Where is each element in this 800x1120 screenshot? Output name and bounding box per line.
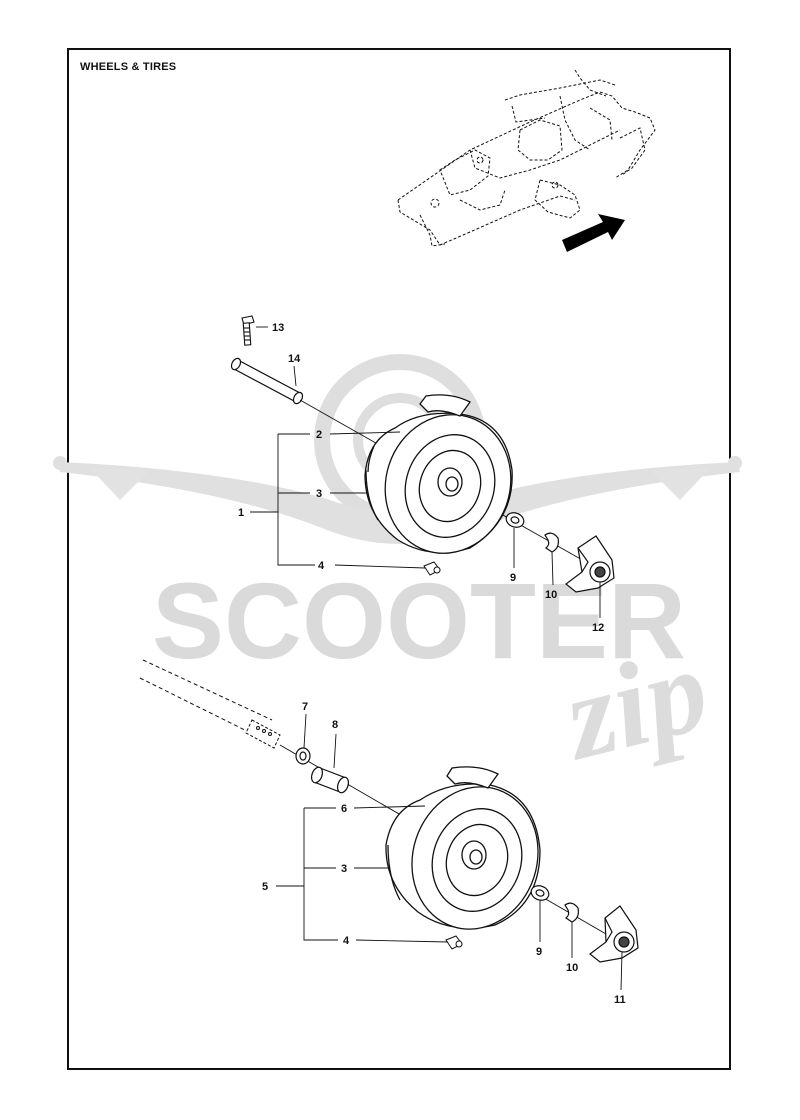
bolt-13 xyxy=(241,315,255,346)
callout-10-upper: 10 xyxy=(545,589,557,601)
callout-3-lower: 3 xyxy=(341,863,347,875)
hub-cap-12 xyxy=(565,535,615,593)
callout-7: 7 xyxy=(302,701,308,713)
axle-shaft-14 xyxy=(230,357,304,405)
clip-10-upper xyxy=(544,532,559,553)
callout-9-lower: 9 xyxy=(536,946,542,958)
valve-stem-4-lower xyxy=(445,935,463,950)
callout-3-upper: 3 xyxy=(316,488,322,500)
leader-lines-upper xyxy=(250,326,601,618)
tire-upper xyxy=(364,394,513,554)
washer-9-lower xyxy=(530,885,550,901)
tire-lower xyxy=(385,766,541,930)
callout-13: 13 xyxy=(272,322,284,334)
page-title: WHEELS & TIRES xyxy=(80,61,177,73)
clip-10-lower xyxy=(564,902,579,923)
frame-rail-lower xyxy=(139,659,273,741)
washer-7 xyxy=(295,747,311,765)
callout-2: 2 xyxy=(316,429,322,441)
washer-9-upper xyxy=(505,512,525,528)
tractor-frame-overview xyxy=(397,69,656,247)
watermark: SCOOTER zip xyxy=(53,354,742,785)
diagram-frame xyxy=(67,48,731,1070)
hub-cap-11 xyxy=(589,905,639,963)
leader-lines-lower xyxy=(276,713,623,991)
callout-9-upper: 9 xyxy=(510,572,516,584)
location-arrow-icon xyxy=(562,214,625,252)
callout-4-upper: 4 xyxy=(318,560,325,572)
callout-14: 14 xyxy=(288,353,301,365)
callout-8: 8 xyxy=(332,719,338,731)
spacer-8 xyxy=(310,766,350,794)
callout-10-lower: 10 xyxy=(566,962,578,974)
valve-stem-4-upper xyxy=(423,561,441,576)
callout-4-lower: 4 xyxy=(343,935,350,947)
callout-6: 6 xyxy=(341,803,347,815)
callout-11: 11 xyxy=(614,994,626,1006)
axle-end-lower xyxy=(245,719,281,749)
callout-1: 1 xyxy=(238,507,244,519)
callout-12: 12 xyxy=(592,622,604,634)
callout-5: 5 xyxy=(262,881,268,893)
